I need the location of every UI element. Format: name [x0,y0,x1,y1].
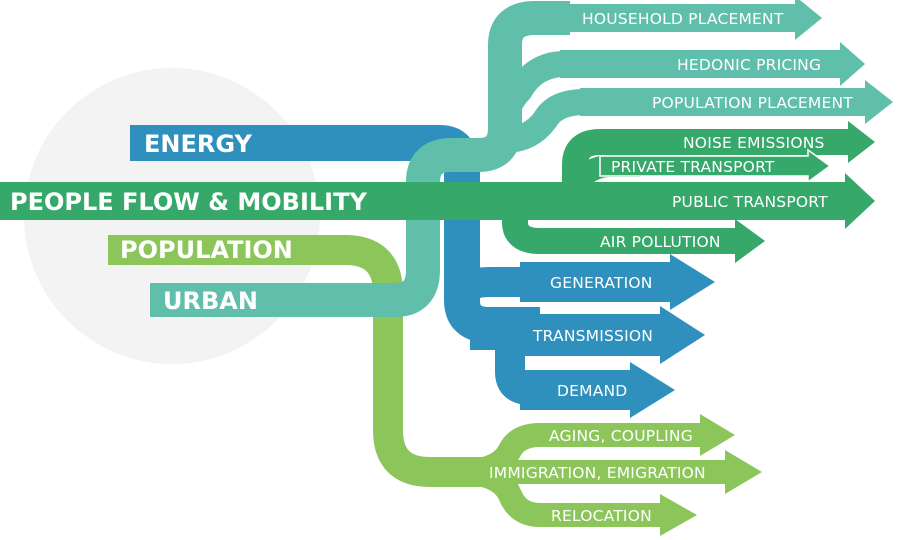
urban-branch-hedonic [492,51,620,129]
energy-arrow-demand [520,362,675,418]
urban-arrow-household [540,0,822,40]
target-label-demand: DEMAND [557,382,627,400]
energy-arrow-transmission [520,306,705,364]
target-label-air-pollution: AIR POLLUTION [600,233,721,251]
urban-arrow-hedonic [560,42,865,86]
population-arrow-immigration [480,450,762,494]
mobility-branch-air [500,187,600,254]
energy-arrow-generation [520,254,715,310]
source-label-urban: URBAN [163,287,258,315]
target-label-transmission: TRANSMISSION [532,327,653,345]
urban-trunk [150,1,570,317]
urban-arrow-popplace [580,80,893,124]
mobility-flow [0,121,875,263]
population-trunk [108,235,500,487]
mobility-arrow-air [560,219,765,263]
mobility-arrow-private [599,148,832,184]
target-label-public-transport: PUBLIC TRANSPORT [672,193,828,211]
mobility-arrow-public [660,173,875,229]
target-label-private-transport: PRIVATE TRANSPORT [611,158,775,176]
source-label-mobility: PEOPLE FLOW & MOBILITY [10,188,367,216]
target-label-household-placement: HOUSEHOLD PLACEMENT [582,10,784,28]
mobility-arrow-noise [600,121,875,163]
target-label-aging-coupling: AGING, COUPLING [549,427,693,445]
population-branch-relocation [454,460,600,527]
population-flow [108,235,762,536]
target-label-population-placement: POPULATION PLACEMENT [652,94,853,112]
target-label-immigration-emigration: IMMIGRATION, EMIGRATION [489,464,706,482]
population-arrow-relocation [540,494,697,536]
target-label-hedonic-pricing: HEDONIC PRICING [677,56,821,74]
mobility-branch-up [558,129,640,213]
urban-branch-popplace [504,89,640,153]
target-label-relocation: RELOCATION [551,507,652,525]
source-label-energy: ENERGY [144,130,253,158]
population-arrow-aging [540,414,735,456]
urban-flow [150,0,893,317]
energy-branch-generation [447,267,640,302]
target-label-generation: GENERATION [550,274,653,292]
target-label-noise-emissions: NOISE EMISSIONS [683,134,825,152]
source-label-population: POPULATION [120,236,293,264]
